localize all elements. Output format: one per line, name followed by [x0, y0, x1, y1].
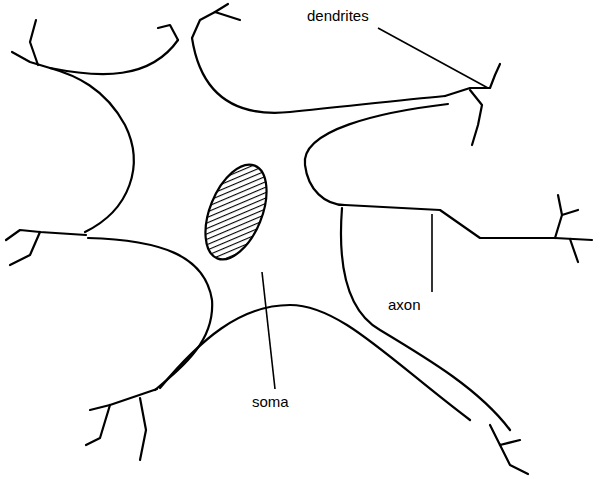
cell-outline: [6, 4, 592, 474]
leader-line: [431, 214, 433, 292]
part-label: soma: [252, 394, 289, 411]
leader-line: [262, 272, 275, 389]
nucleus: [193, 156, 279, 268]
part-label: dendrites: [307, 8, 369, 25]
part-label: axon: [388, 297, 421, 314]
leader-line: [378, 28, 488, 88]
leader-lines: [262, 28, 488, 389]
